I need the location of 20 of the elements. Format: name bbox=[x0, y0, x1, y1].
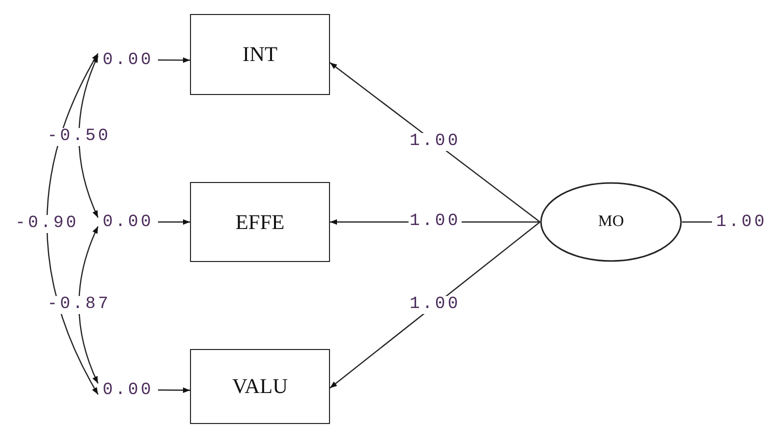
connector-line bbox=[682, 221, 712, 223]
variable-label: VALU bbox=[232, 374, 288, 399]
error-value: 0.00 bbox=[98, 49, 158, 71]
path-arrow bbox=[158, 57, 190, 63]
observed-variable-box bbox=[190, 182, 330, 262]
observed-variable-box bbox=[190, 14, 330, 95]
error-value: 1.00 bbox=[712, 211, 771, 233]
path-arrow bbox=[330, 62, 540, 222]
error-value: 0.00 bbox=[98, 211, 158, 233]
variable-label: MO bbox=[598, 213, 624, 231]
path-arrow bbox=[330, 222, 540, 388]
path-arrow bbox=[158, 219, 190, 225]
path-arrow bbox=[158, 387, 190, 393]
error-value: 0.00 bbox=[98, 379, 158, 401]
observed-variable-box bbox=[190, 349, 330, 424]
covariance-arrow bbox=[78, 55, 99, 218]
covariance-arrow bbox=[78, 226, 99, 384]
variable-label: EFFE bbox=[235, 210, 284, 234]
latent-variable-ellipse bbox=[540, 182, 682, 262]
variable-label: INT bbox=[242, 42, 278, 67]
